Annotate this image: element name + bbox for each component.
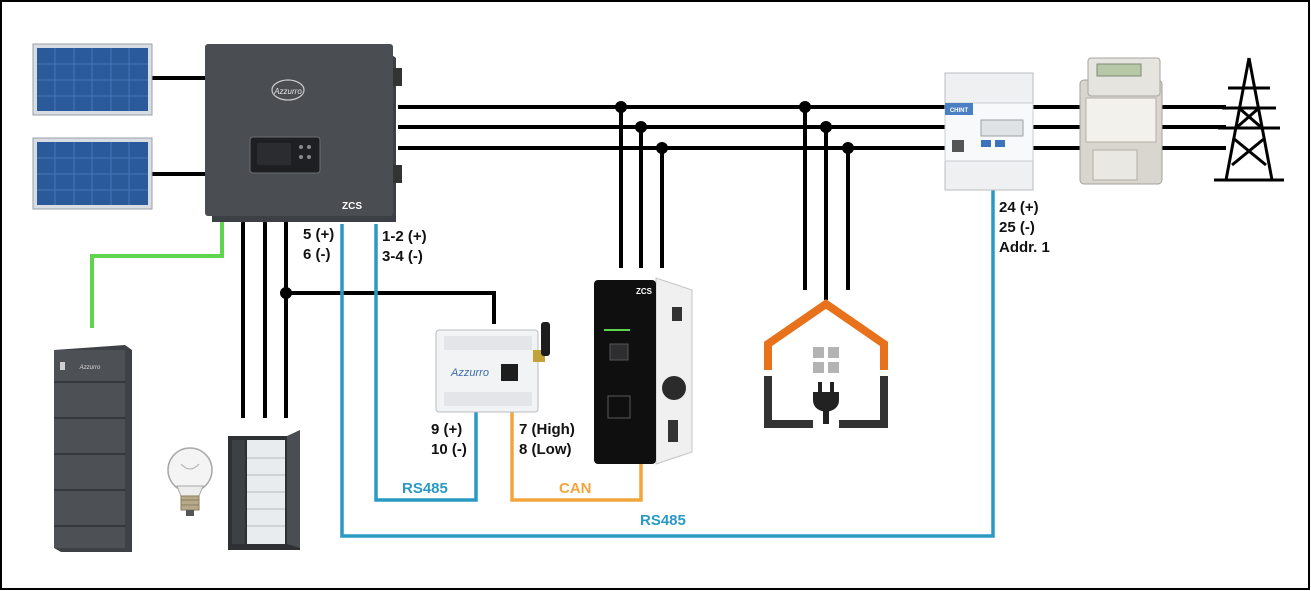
terminal-label: 5 (+) <box>303 226 335 243</box>
terminal-label: 25 (-) <box>999 219 1035 236</box>
rs485-line-logger <box>374 224 478 502</box>
rs485-bus-label: RS485 <box>402 480 448 497</box>
datalogger-icon: Azzurro <box>435 322 550 413</box>
inverter-icon: Azzurro ZCS <box>205 44 402 222</box>
light-bulb-icon <box>167 447 213 516</box>
terminal-label: 1-2 (+) <box>382 228 427 245</box>
energy-meter-icon: CHINT <box>944 72 1034 191</box>
ev-charger-icon: ZCS <box>594 277 693 465</box>
terminal-label: 3-4 (-) <box>382 248 423 265</box>
junction-dots <box>280 101 854 299</box>
terminal-label: 24 (+) <box>999 199 1039 216</box>
rs485-line-meter <box>340 190 995 538</box>
solar-panel-icon <box>32 43 153 116</box>
inverter-brand-text: Azzurro <box>273 87 302 96</box>
home-icon <box>745 299 905 452</box>
inverter-badge-text: ZCS <box>342 201 362 212</box>
terminal-label: 7 (High) <box>519 421 575 438</box>
terminal-label: 9 (+) <box>431 421 463 438</box>
logger-terminals: 9 (+) 10 (-) <box>431 420 467 460</box>
fridge-icon <box>228 430 300 550</box>
solar-panel-icon <box>32 137 153 210</box>
battery-link-line <box>90 215 224 328</box>
meter-address-label: Addr. 1 <box>999 239 1050 256</box>
rs485-meter-bus-label: RS485 <box>640 512 686 529</box>
charger-badge-text: ZCS <box>636 287 653 296</box>
can-line <box>510 405 643 502</box>
can-bus-label: CAN <box>559 480 592 497</box>
terminal-label: 10 (-) <box>431 441 467 458</box>
inverter-logger-terminals: 1-2 (+) 3-4 (-) <box>382 227 427 267</box>
power-pylon-icon <box>1214 57 1284 182</box>
utility-meter-icon <box>1079 57 1163 185</box>
meter-terminals: 24 (+) 25 (-) Addr. 1 <box>999 198 1050 258</box>
datalogger-brand-text: Azzurro <box>450 367 489 379</box>
inverter-meter-terminals: 5 (+) 6 (-) <box>303 225 334 265</box>
battery-brand-text: Azzurro <box>79 365 101 371</box>
meter-brand-text: CHINT <box>950 108 969 114</box>
battery-icon: Azzurro <box>54 345 132 552</box>
terminal-label: 6 (-) <box>303 246 331 263</box>
charger-can-terminals: 7 (High) 8 (Low) <box>519 420 575 460</box>
terminal-label: 8 (Low) <box>519 441 572 458</box>
